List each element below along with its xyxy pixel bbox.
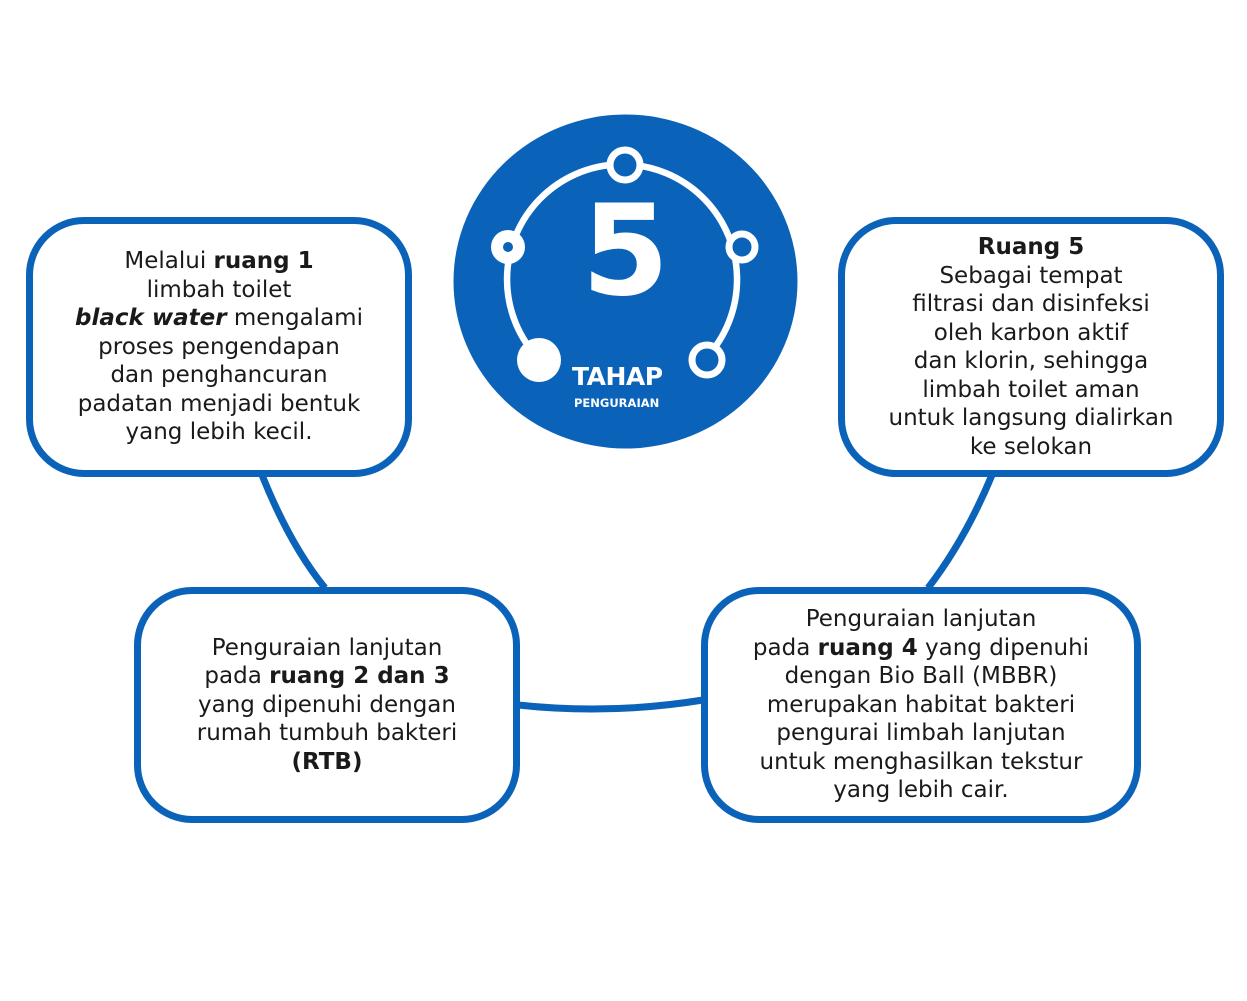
stage-5-line: ke selokan — [969, 433, 1093, 460]
stage-2-3-box: Penguraian lanjutan pada ruang 2 dan 3 y… — [134, 587, 520, 823]
stage-1-line: black water mengalami — [75, 305, 363, 332]
orbit-node-icon — [725, 230, 759, 264]
badge-number: 5 — [581, 177, 670, 324]
stage-4-line: untuk menghasilkan tekstur — [759, 748, 1083, 775]
stage-2-3-text: Penguraian lanjutan pada ruang 2 dan 3 y… — [197, 634, 458, 777]
badge-title: TAHAP — [572, 362, 663, 391]
stage-2-3-line: rumah tumbuh bakteri — [196, 720, 458, 747]
stage-4-box: Penguraian lanjutan pada ruang 4 yang di… — [701, 587, 1141, 823]
badge-circle — [453, 114, 798, 449]
stage-4-line: pada ruang 4 yang dipenuhi — [752, 634, 1090, 661]
stage-1-line: yang lebih kecil. — [125, 419, 313, 446]
stage-2-3-line: yang dipenuhi dengan — [198, 691, 456, 718]
stage-1-line: dan penghancuran — [110, 362, 328, 389]
stage-4-text: Penguraian lanjutan pada ruang 4 yang di… — [753, 605, 1089, 805]
connector-arc-path — [925, 473, 996, 591]
orbit-node-icon — [688, 341, 726, 379]
stage-1-box: Melalui ruang 1 limbah toilet black wate… — [26, 217, 412, 477]
stage-4-line: yang lebih cair. — [833, 777, 1009, 804]
orbit-node-icon — [503, 242, 513, 252]
stage-4-line: Penguraian lanjutan — [805, 606, 1037, 633]
orbit-node-icon — [517, 338, 561, 382]
stage-5-line: limbah toilet aman — [922, 376, 1140, 403]
stage-5-line: oleh karbon aktif — [933, 319, 1129, 346]
stage-5-box: Ruang 5 Sebagai tempat filtrasi dan disi… — [838, 217, 1224, 477]
stage-2-3-line: (RTB) — [291, 748, 363, 775]
stage-1-line: Melalui ruang 1 — [124, 248, 314, 275]
stage-1-line: limbah toilet — [146, 276, 292, 303]
stage-5-line: untuk langsung dialirkan — [888, 405, 1174, 431]
connector-arc-path — [517, 696, 704, 713]
stage-1-text: Melalui ruang 1 limbah toilet black wate… — [75, 247, 363, 447]
orbit-node-icon — [606, 146, 644, 184]
center-badge: 5 — [453, 114, 798, 449]
stage-5-line: filtrasi dan disinfeksi — [912, 291, 1150, 317]
stage-2-3-line: pada ruang 2 dan 3 — [204, 663, 450, 690]
connector-arc-path — [258, 473, 328, 591]
stage-5-line: Sebagai tempat — [939, 262, 1123, 289]
stage-5-heading: Ruang 5 — [977, 234, 1085, 260]
stage-4-line: merupakan habitat bakteri — [766, 691, 1076, 718]
stage-1-line: padatan menjadi bentuk — [77, 390, 361, 417]
stage-4-line: dengan Bio Ball (MBBR) — [784, 663, 1058, 690]
stage-4-line: pengurai limbah lanjutan — [776, 720, 1066, 747]
stage-5-text: Ruang 5 Sebagai tempat filtrasi dan disi… — [889, 233, 1174, 461]
stage-5-line: dan klorin, sehingga — [913, 348, 1149, 374]
badge-subtitle: PENGURAIAN — [574, 396, 660, 410]
stage-1-line: proses pengendapan — [98, 333, 340, 360]
stage-2-3-line: Penguraian lanjutan — [211, 634, 443, 661]
